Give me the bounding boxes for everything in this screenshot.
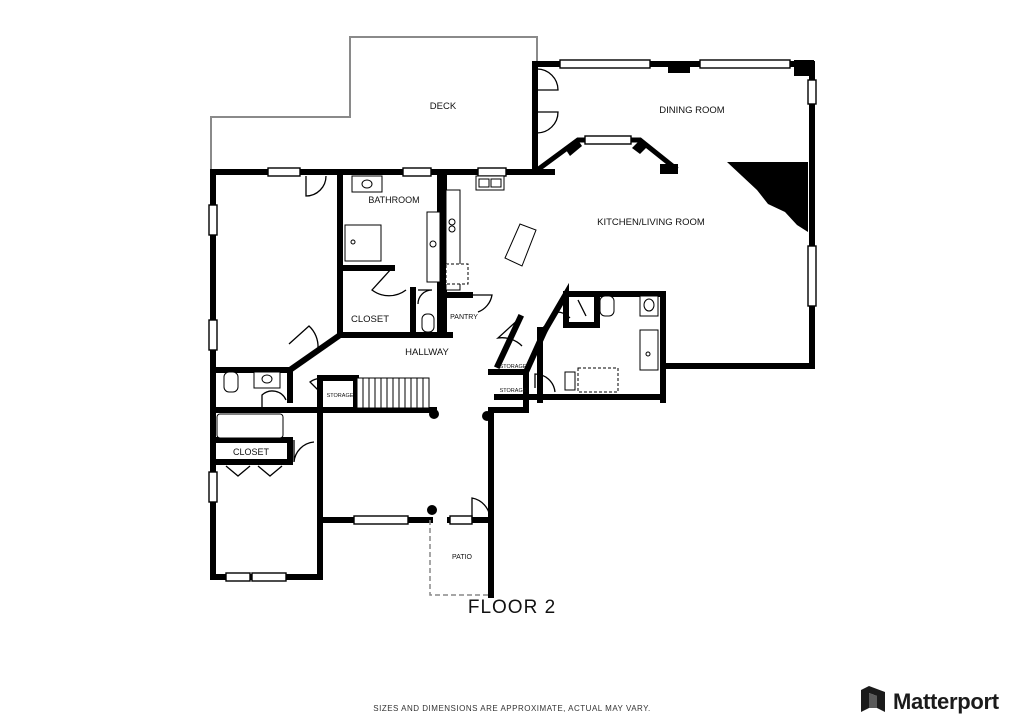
door-swings [225,68,587,520]
room-label-bathroom: BATHROOM [368,195,419,205]
room-label-deck: DECK [430,101,457,112]
brand-logo: Matterport [861,686,999,717]
brand-name: Matterport [893,688,999,714]
floor-title: FLOOR 2 [467,597,557,618]
room-label-kitchen-living-room: KITCHEN/LIVING ROOM [597,217,705,228]
room-label-dining-room: DINING ROOM [659,105,725,116]
room-label-storage-left: STORAGE [327,393,354,399]
matterport-logo-icon [861,686,885,717]
walls [210,61,815,598]
windows [208,59,817,582]
patio-outline [429,520,491,596]
room-label-closet-left: CLOSET [233,447,270,457]
room-label-storage-upper: STORAGE [500,364,527,370]
fixtures [216,175,659,439]
stairs [356,377,430,409]
room-label-hallway: HALLWAY [405,347,449,358]
disclaimer-text: SIZES AND DIMENSIONS ARE APPROXIMATE, AC… [373,704,651,713]
deck-outline [210,36,538,170]
room-label-storage-lower: STORAGE [500,388,527,394]
room-label-pantry: PANTRY [450,314,478,321]
room-labels: DECK DINING ROOM BATHROOM KITCHEN/LIVING… [233,101,725,561]
room-label-closet-center: CLOSET [351,314,389,325]
room-label-patio: PATIO [452,554,473,561]
structural-columns [427,60,814,515]
